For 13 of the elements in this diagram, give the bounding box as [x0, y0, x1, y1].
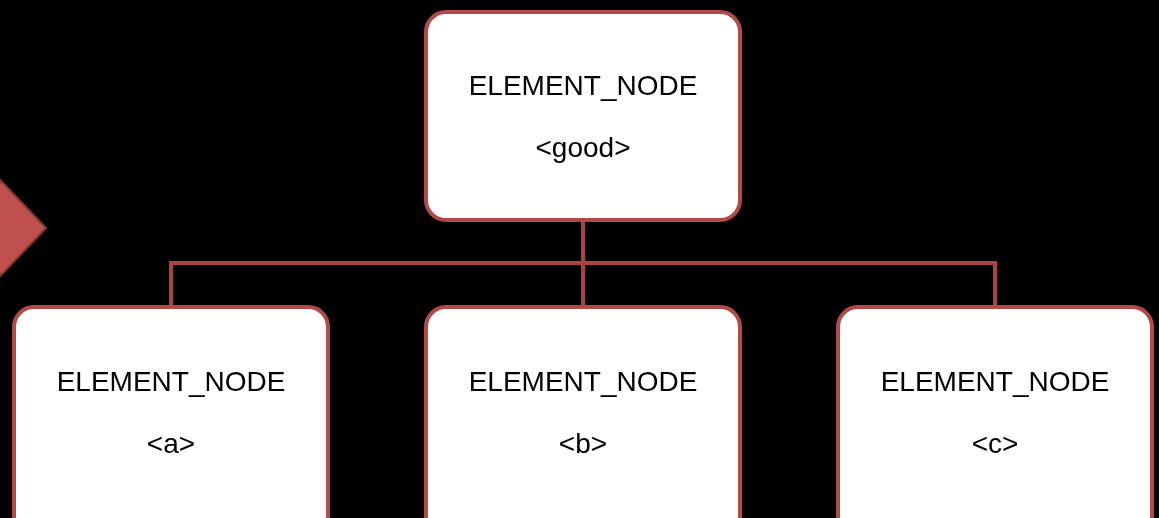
element-node-box [424, 305, 742, 518]
tag-name-text: <good> [534, 132, 632, 164]
element-node-box [424, 10, 742, 222]
element-node-box [836, 305, 1154, 518]
connector-line [581, 222, 997, 305]
tag-name-text: <b> [557, 428, 609, 460]
node-type-text: ELEMENT_NODE [467, 70, 699, 102]
node-type-text: ELEMENT_NODE [467, 366, 699, 398]
tag-name-text: <c> [970, 428, 1020, 460]
element-node-box [12, 305, 330, 518]
node-type-text: ELEMENT_NODE [879, 366, 1111, 398]
node-type-text: ELEMENT_NODE [55, 366, 287, 398]
tag-name-text: <a> [145, 428, 197, 460]
